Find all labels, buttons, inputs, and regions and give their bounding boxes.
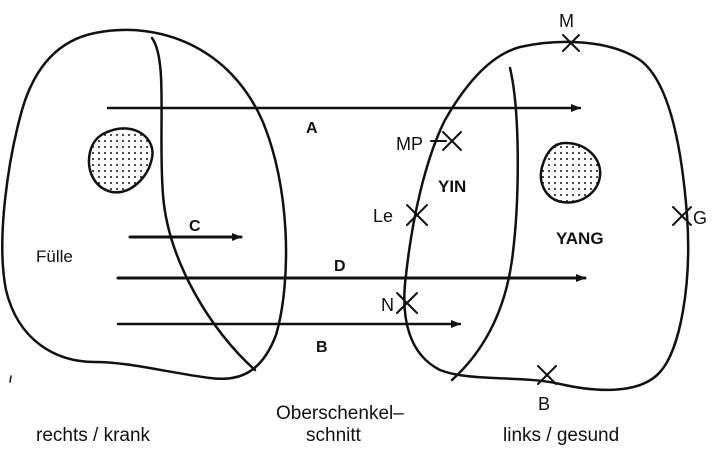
point-MP-label: MP bbox=[396, 134, 423, 154]
right-thigh-inner-boundary bbox=[452, 68, 518, 380]
arrow-B-label: B bbox=[316, 339, 328, 356]
arrow-D-label: D bbox=[334, 258, 346, 275]
left-thigh-inner-boundary bbox=[152, 38, 255, 370]
stray-mark bbox=[10, 376, 11, 382]
right-bone-dotted bbox=[541, 143, 600, 202]
caption-left-healthy: links / gesund bbox=[503, 425, 619, 446]
region-yang-label: YANG bbox=[556, 229, 604, 248]
region-yin-label: YIN bbox=[438, 177, 466, 196]
caption-right-sick: rechts / krank bbox=[36, 425, 151, 446]
caption-section-line2: schnitt bbox=[306, 425, 362, 446]
left-bone-dotted bbox=[89, 128, 153, 192]
point-N-label: N bbox=[381, 295, 394, 315]
right-thigh-outline bbox=[404, 42, 688, 390]
left-thigh-outline bbox=[2, 30, 286, 379]
point-Le-label: Le bbox=[373, 206, 393, 226]
point-B-label: B bbox=[538, 394, 550, 414]
point-G-label: G bbox=[693, 208, 707, 228]
arrow-A-label: A bbox=[306, 120, 318, 137]
arrow-C-label: C bbox=[189, 218, 201, 235]
region-fuelle-label: Fülle bbox=[36, 247, 73, 266]
point-N-cross bbox=[397, 293, 417, 313]
caption-section-line1: Oberschenkel– bbox=[276, 403, 404, 424]
point-M-label: M bbox=[559, 11, 574, 31]
point-MP-cross bbox=[431, 132, 461, 150]
